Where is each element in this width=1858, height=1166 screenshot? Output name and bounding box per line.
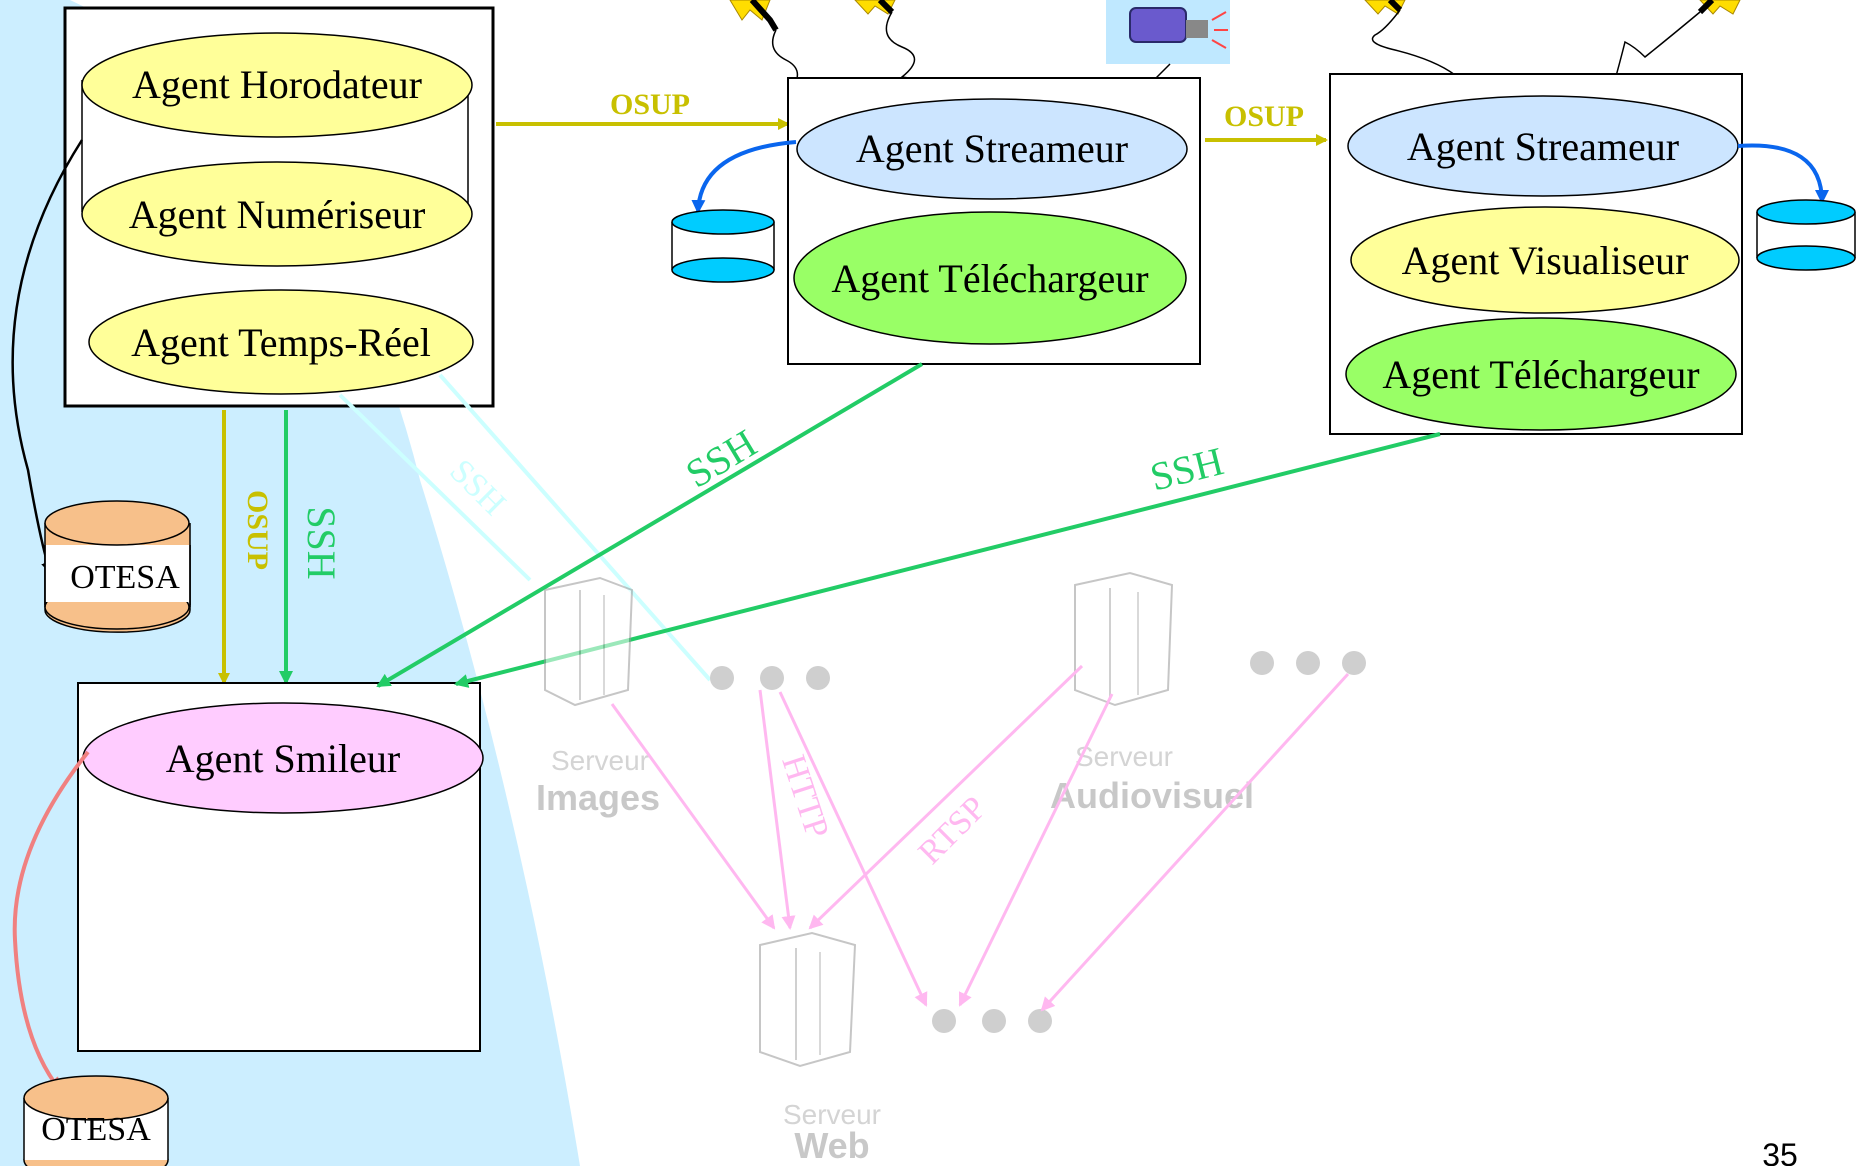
arrow-streameur2-to-db	[1737, 143, 1829, 204]
server-web-icon	[759, 931, 857, 1068]
arrow-streameur1-to-db	[691, 140, 797, 214]
agent-smileur: Agent Smileur	[82, 702, 484, 814]
agent-streameur-2: Agent Streameur	[1347, 95, 1739, 197]
server-images-name: Images	[536, 777, 660, 818]
agent-temps-reel: Agent Temps-Réel	[88, 289, 474, 395]
agent-group-outline	[81, 80, 469, 212]
microphone-icon-1	[729, 0, 851, 91]
dots-ellipsis-2	[1250, 651, 1366, 675]
agent-telechargeur-1-label: Agent Téléchargeur	[831, 256, 1148, 301]
db-cyan-right	[1756, 199, 1856, 271]
faded-line-audio-web	[808, 664, 1084, 930]
agent-smileur-label: Agent Smileur	[166, 736, 400, 781]
otesa-db-bottom: OTESA	[23, 1075, 169, 1166]
agent-horodateur-label: Agent Horodateur	[132, 62, 422, 107]
agent-numeriseur-label: Agent Numériseur	[129, 192, 426, 237]
agent-streameur-2-label: Agent Streameur	[1407, 124, 1679, 169]
faded-line-audio-dots3	[958, 693, 1114, 1007]
server-audiovisuel-caption: Serveur	[1075, 741, 1173, 772]
ssh-faded-label: SSH	[442, 452, 512, 522]
page-number: 35	[1762, 1137, 1798, 1166]
dots-ellipsis-1	[710, 666, 830, 690]
server-images-icon	[544, 576, 634, 707]
agent-telechargeur-2-label: Agent Téléchargeur	[1382, 352, 1699, 397]
faded-line-dots1-dots3	[778, 691, 928, 1007]
agent-horodateur: Agent Horodateur	[81, 32, 473, 138]
osup-top-2-label: OSUP	[1224, 100, 1304, 133]
agent-visualiseur: Agent Visualiseur	[1350, 206, 1740, 314]
osup-top-1-label: OSUP	[610, 88, 690, 121]
arrow-to-otesa-bottom	[12, 750, 90, 1092]
http-label: HTTP	[774, 751, 835, 843]
server-audiovisuel-name: Audiovisuel	[1050, 775, 1254, 816]
db-cyan-left	[671, 209, 775, 283]
agent-visualiseur-label: Agent Visualiseur	[1402, 238, 1689, 283]
otesa-bottom-label: OTESA	[41, 1111, 151, 1148]
ssh-vertical-label: SSH	[299, 506, 344, 579]
server-audiovisuel-icon	[1074, 571, 1174, 707]
agent-telechargeur-2: Agent Téléchargeur	[1345, 317, 1737, 431]
faded-line-dots-web	[758, 689, 796, 930]
agent-numeriseur: Agent Numériseur	[81, 161, 473, 267]
agent-streameur-1: Agent Streameur	[796, 98, 1188, 200]
rtsp-label: RTSP	[911, 789, 993, 871]
dots-ellipsis-3	[932, 1009, 1052, 1033]
server-web-caption: Serveur	[783, 1099, 881, 1130]
microphone-icon-2	[854, 0, 976, 89]
agent-telechargeur-1: Agent Téléchargeur	[793, 211, 1187, 345]
server-images-caption: Serveur	[551, 745, 649, 776]
otesa-db-top: OTESA	[44, 500, 191, 633]
agent-temps-reel-label: Agent Temps-Réel	[131, 320, 431, 365]
microphone-icon-3	[1364, 0, 1481, 83]
arrow-to-otesa-top	[11, 139, 84, 574]
server-web-name: Web	[794, 1125, 869, 1166]
osup-vertical-label: OSUP	[241, 490, 274, 570]
agent-streameur-1-label: Agent Streameur	[856, 126, 1128, 171]
arrow-ssh-middle	[376, 362, 924, 688]
otesa-top-label: OTESA	[70, 559, 180, 596]
camera-icon	[1106, 0, 1230, 105]
faded-ssh-line-1	[338, 393, 532, 582]
faded-line-images-web	[610, 703, 776, 930]
faded-line-dots2-dots3	[1040, 672, 1350, 1012]
microphone-icon-4	[1612, 0, 1741, 88]
